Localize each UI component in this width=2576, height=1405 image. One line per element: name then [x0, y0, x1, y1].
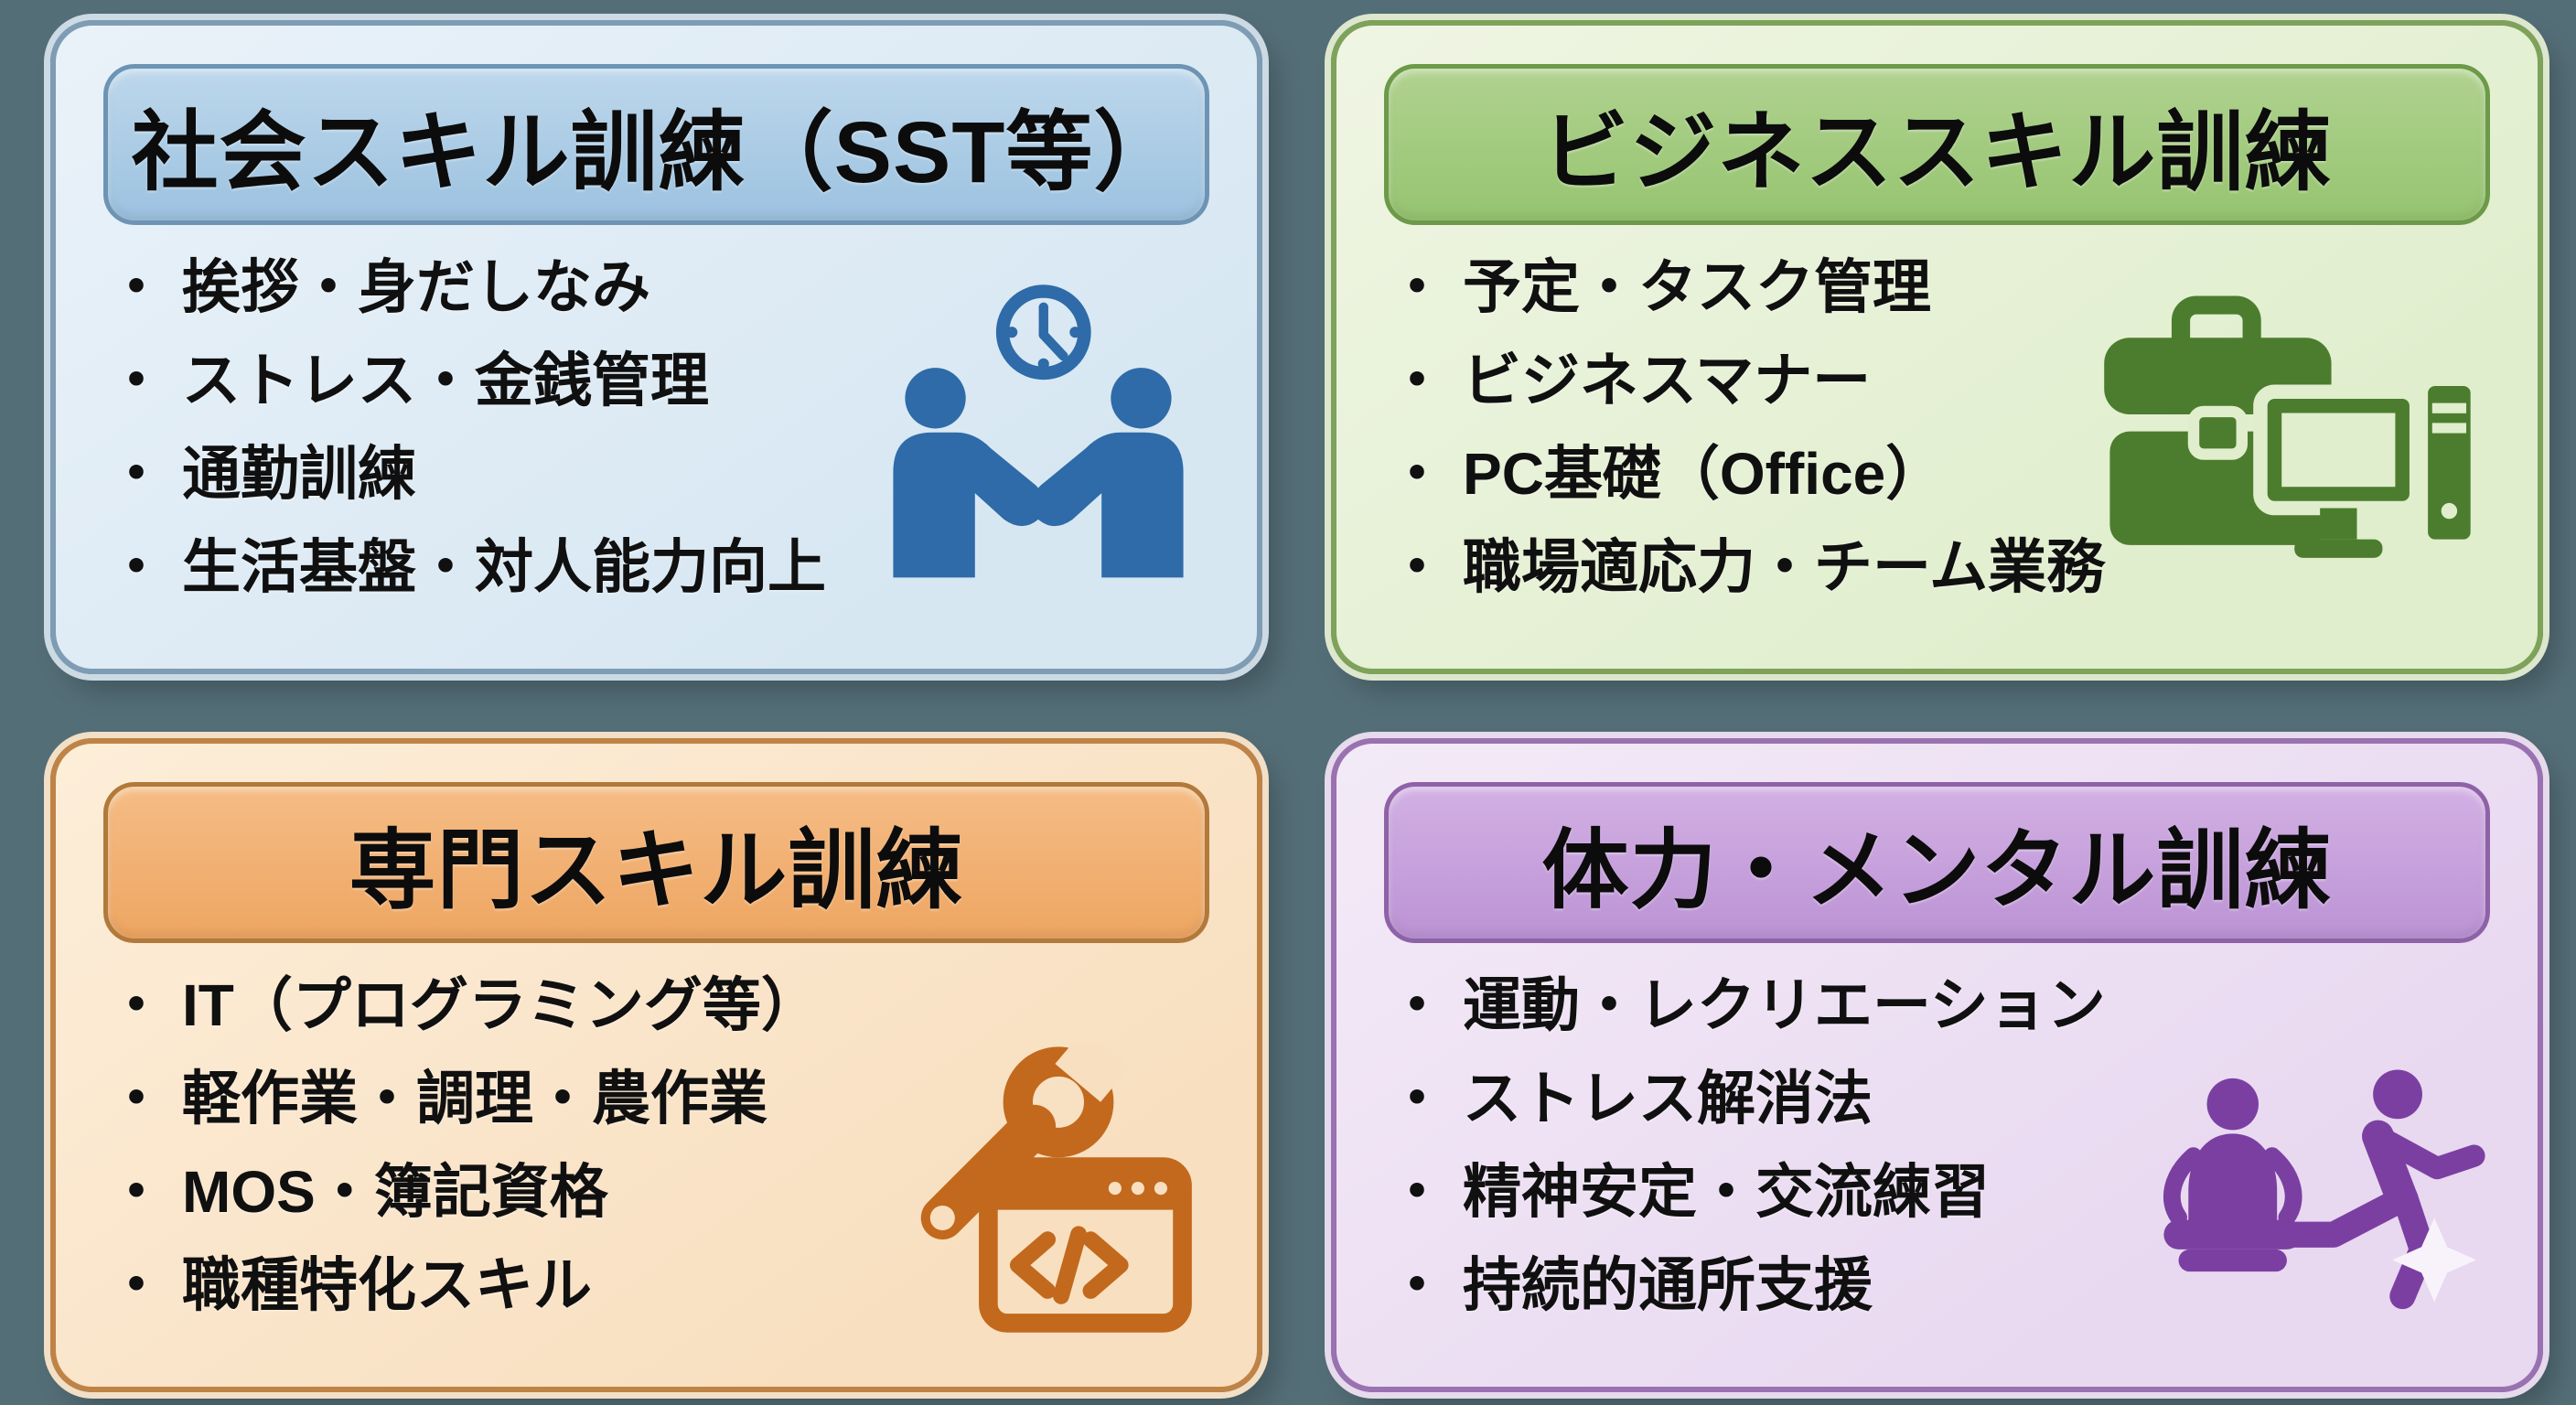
list-item: ・IT（プログラミング等）: [107, 976, 1220, 1035]
list-item: ・ストレス・金銭管理: [107, 351, 1220, 410]
bullet-dot: ・: [107, 534, 166, 600]
card-title: 専門スキル訓練: [349, 821, 964, 919]
card-header-pill: 体力・メンタル訓練: [1384, 782, 2490, 943]
list-item-text: 挨拶・身だしなみ: [182, 254, 650, 320]
card-mental-training: 体力・メンタル訓練 ・運動・レクリエーション・ストレス解消法・精神安定・交流練習…: [1331, 738, 2543, 1392]
bullet-dot: ・: [1388, 1159, 1446, 1225]
card-title: 社会スキル訓練（SST等）: [131, 103, 1182, 201]
bullet-dot: ・: [107, 348, 166, 413]
bullet-dot: ・: [1388, 972, 1446, 1038]
bullet-dot: ・: [1388, 1066, 1446, 1132]
card-header-pill: 専門スキル訓練: [103, 782, 1209, 943]
bullet-dot: ・: [1388, 254, 1446, 320]
bullet-list: ・挨拶・身だしなみ・ストレス・金銭管理・通勤訓練・生活基盤・対人能力向上: [56, 225, 1257, 596]
list-item: ・持続的通所支援: [1388, 1256, 2501, 1314]
list-item-text: 軽作業・調理・農作業: [182, 1066, 767, 1132]
list-item-text: 予定・タスク管理: [1463, 254, 1931, 320]
bullet-dot: ・: [107, 1252, 166, 1318]
bullet-list: ・運動・レクリエーション・ストレス解消法・精神安定・交流練習・持続的通所支援: [1336, 943, 2538, 1314]
card-business-skills: ビジネススキル訓練 ・予定・タスク管理・ビジネスマナー・PC基礎（Office）…: [1331, 20, 2543, 674]
list-item-text: ビジネスマナー: [1463, 348, 1872, 413]
list-item: ・職種特化スキル: [107, 1256, 1220, 1314]
list-item-text: 通勤訓練: [182, 441, 416, 507]
bullet-dot: ・: [107, 254, 166, 320]
bullet-dot: ・: [107, 441, 166, 507]
list-item: ・予定・タスク管理: [1388, 258, 2501, 316]
bullet-dot: ・: [1388, 348, 1446, 413]
card-social-skills: 社会スキル訓練（SST等） ・挨拶・身だしなみ・ストレス・金銭管理・通勤訓練・生…: [50, 20, 1262, 674]
list-item: ・運動・レクリエーション: [1388, 976, 2501, 1035]
list-item-text: PC基礎（Office）: [1463, 441, 1945, 507]
list-item: ・生活基盤・対人能力向上: [107, 538, 1220, 596]
list-item: ・PC基礎（Office）: [1388, 445, 2501, 503]
bullet-dot: ・: [107, 1159, 166, 1225]
bullet-dot: ・: [1388, 441, 1446, 507]
card-header-pill: ビジネススキル訓練: [1384, 64, 2490, 225]
list-item: ・ビジネスマナー: [1388, 351, 2501, 410]
list-item-text: 生活基盤・対人能力向上: [182, 534, 826, 600]
card-header-pill: 社会スキル訓練（SST等）: [103, 64, 1209, 225]
bullet-list: ・IT（プログラミング等）・軽作業・調理・農作業・MOS・簿記資格・職種特化スキ…: [56, 943, 1257, 1314]
bullet-dot: ・: [1388, 1252, 1446, 1318]
list-item: ・職場適応力・チーム業務: [1388, 538, 2501, 596]
list-item-text: 運動・レクリエーション: [1463, 972, 2106, 1038]
list-item-text: 職場適応力・チーム業務: [1463, 534, 2106, 600]
card-technical-skills: 専門スキル訓練 ・IT（プログラミング等）・軽作業・調理・農作業・MOS・簿記資…: [50, 738, 1262, 1392]
bullet-dot: ・: [1388, 534, 1446, 600]
bullet-dot: ・: [107, 972, 166, 1038]
list-item: ・MOS・簿記資格: [107, 1163, 1220, 1221]
list-item-text: MOS・簿記資格: [182, 1159, 608, 1225]
list-item-text: 職種特化スキル: [182, 1252, 592, 1318]
card-title: ビジネススキル訓練: [1541, 103, 2333, 201]
list-item-text: ストレス・金銭管理: [182, 348, 709, 413]
list-item: ・挨拶・身だしなみ: [107, 258, 1220, 316]
list-item-text: 精神安定・交流練習: [1463, 1159, 1990, 1225]
bullet-dot: ・: [107, 1066, 166, 1132]
bullet-list: ・予定・タスク管理・ビジネスマナー・PC基礎（Office）・職場適応力・チーム…: [1336, 225, 2538, 596]
list-item: ・軽作業・調理・農作業: [107, 1069, 1220, 1128]
list-item-text: ストレス解消法: [1463, 1066, 1873, 1132]
list-item: ・ストレス解消法: [1388, 1069, 2501, 1128]
list-item: ・精神安定・交流練習: [1388, 1163, 2501, 1221]
list-item-text: IT（プログラミング等）: [182, 972, 820, 1038]
card-title: 体力・メンタル訓練: [1541, 821, 2333, 919]
list-item-text: 持続的通所支援: [1463, 1252, 1873, 1318]
list-item: ・通勤訓練: [107, 445, 1220, 503]
